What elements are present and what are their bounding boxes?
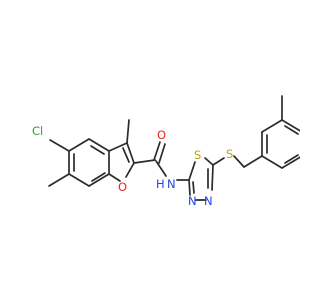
bond (188, 179, 191, 196)
bond (233, 155, 245, 168)
ring-nitrogen-right-label: N (204, 194, 213, 208)
bond (188, 161, 196, 181)
bond (261, 119, 283, 133)
bond (88, 138, 110, 152)
bond (133, 159, 156, 164)
bond (211, 164, 214, 191)
bond (281, 119, 300, 132)
bond (281, 156, 300, 169)
ring-sulfur-label: S (194, 148, 201, 162)
chlorine-label: Cl (32, 124, 43, 138)
bond (204, 157, 214, 166)
bond (212, 157, 225, 166)
bond-double (192, 181, 195, 194)
bond (49, 139, 70, 152)
bond-double (284, 154, 299, 164)
bond (155, 160, 167, 177)
bond-double (90, 145, 105, 155)
bond (125, 162, 135, 178)
structure-drawing: Cl O O N H S S N N (32, 95, 300, 208)
bond (261, 155, 283, 169)
bonds (48, 95, 300, 201)
bond (243, 155, 263, 168)
bond (68, 138, 90, 152)
furan-oxygen-label: O (118, 180, 127, 194)
bond (108, 173, 121, 182)
atom-labels: Cl O O N H S S N N (32, 124, 233, 208)
thioether-sulfur-label: S (226, 147, 233, 161)
bond (68, 173, 90, 187)
bond-double (91, 172, 106, 182)
bond-double (158, 143, 166, 164)
carbonyl-oxygen-label: O (157, 128, 166, 142)
bond (126, 119, 130, 144)
bond (108, 142, 128, 152)
bond (48, 173, 70, 187)
amide-hydrogen-label: H (156, 177, 165, 191)
bond-double (284, 125, 299, 135)
molecule-diagram: Cl O O N H S S N N (32, 95, 300, 208)
ring-nitrogen-left-label: N (188, 194, 197, 208)
bond (88, 173, 110, 187)
amide-nitrogen-label: N (167, 177, 176, 191)
bond-double (122, 147, 130, 163)
bond-double (153, 141, 161, 161)
bond (126, 142, 135, 164)
